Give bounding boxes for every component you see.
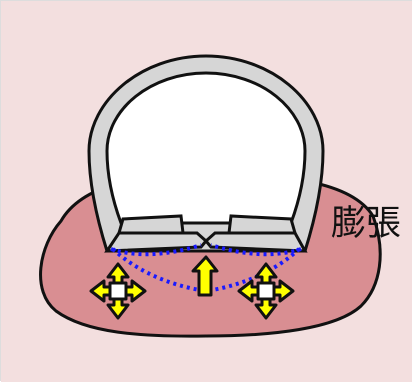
crown-margin-left <box>119 216 183 233</box>
crown-margin-right <box>229 216 295 233</box>
crown-interior <box>107 73 305 223</box>
expansion-label: 膨張 <box>331 204 401 244</box>
